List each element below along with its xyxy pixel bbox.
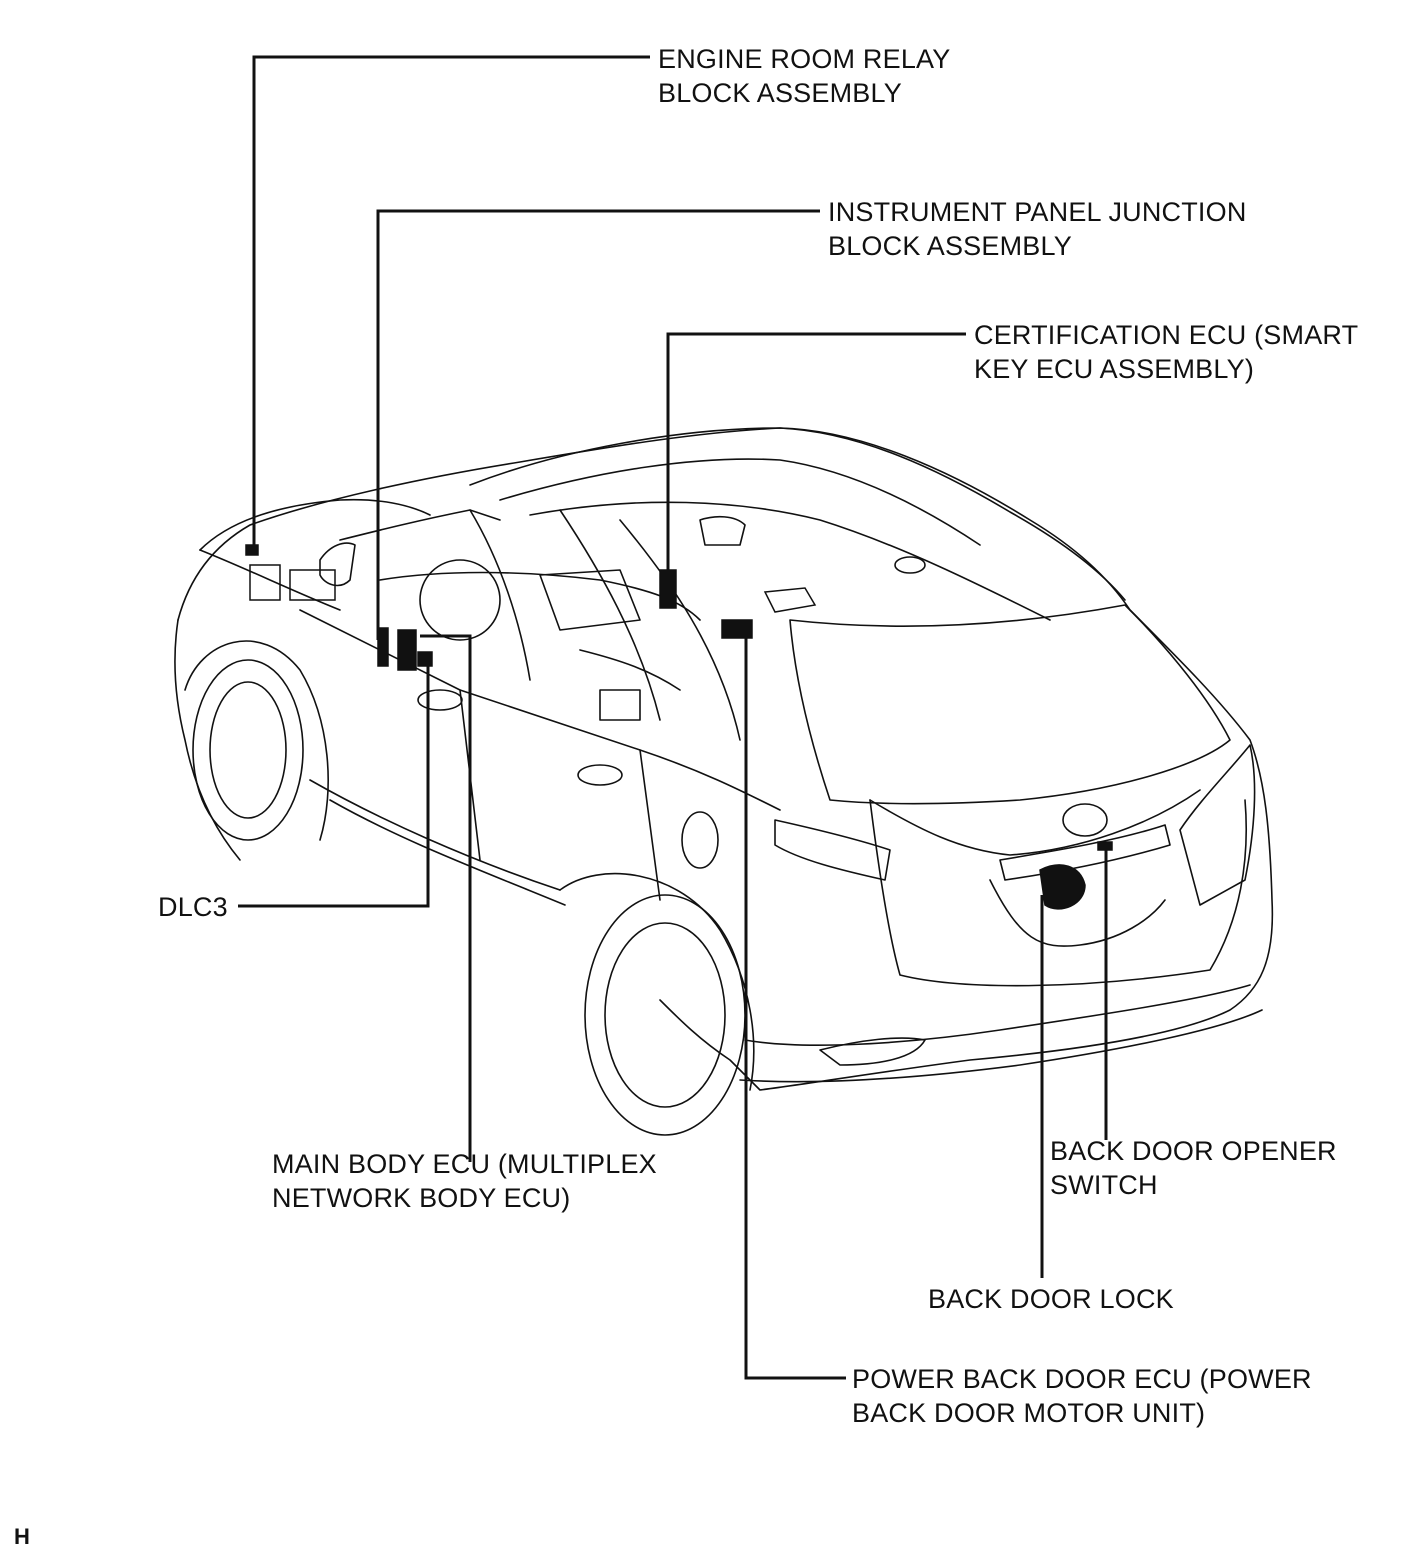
label-certification-ecu: CERTIFICATION ECU (SMART KEY ECU ASSEMBL… [974,320,1359,384]
leader-dlc3 [238,660,430,908]
label-back-door-opener: BACK DOOR OPENER SWITCH [1050,1136,1337,1200]
label-dlc3: DLC3 [158,892,228,922]
component-markers [245,544,1113,910]
main-body-ecu-marker [397,629,417,671]
corner-mark: H [14,1524,30,1549]
leader-lines [238,55,1108,1380]
label-main-body-ecu: MAIN BODY ECU (MULTIPLEX NETWORK BODY EC… [272,1149,657,1213]
engine-room-relay-marker [245,544,259,556]
label-instrument-panel-jb: INSTRUMENT PANEL JUNCTION BLOCK ASSEMBLY [828,197,1247,261]
leader-engine-room-relay [252,55,650,552]
leader-main-body-ecu [420,634,472,1162]
label-power-back-door-ecu: POWER BACK DOOR ECU (POWER BACK DOOR MOT… [852,1364,1312,1428]
instrument-panel-jb-marker [377,627,389,667]
back-door-lock-marker [1039,864,1086,910]
leader-instrument-panel-jb [376,209,820,640]
label-back-door-lock: BACK DOOR LOCK [928,1284,1174,1314]
vehicle-outline [174,427,1274,1136]
label-engine-room-relay: ENGINE ROOM RELAY BLOCK ASSEMBLY [658,44,951,108]
leader-certification-ecu [666,332,966,580]
leader-power-back-door-ecu [744,630,846,1380]
dlc3-marker [417,651,433,667]
